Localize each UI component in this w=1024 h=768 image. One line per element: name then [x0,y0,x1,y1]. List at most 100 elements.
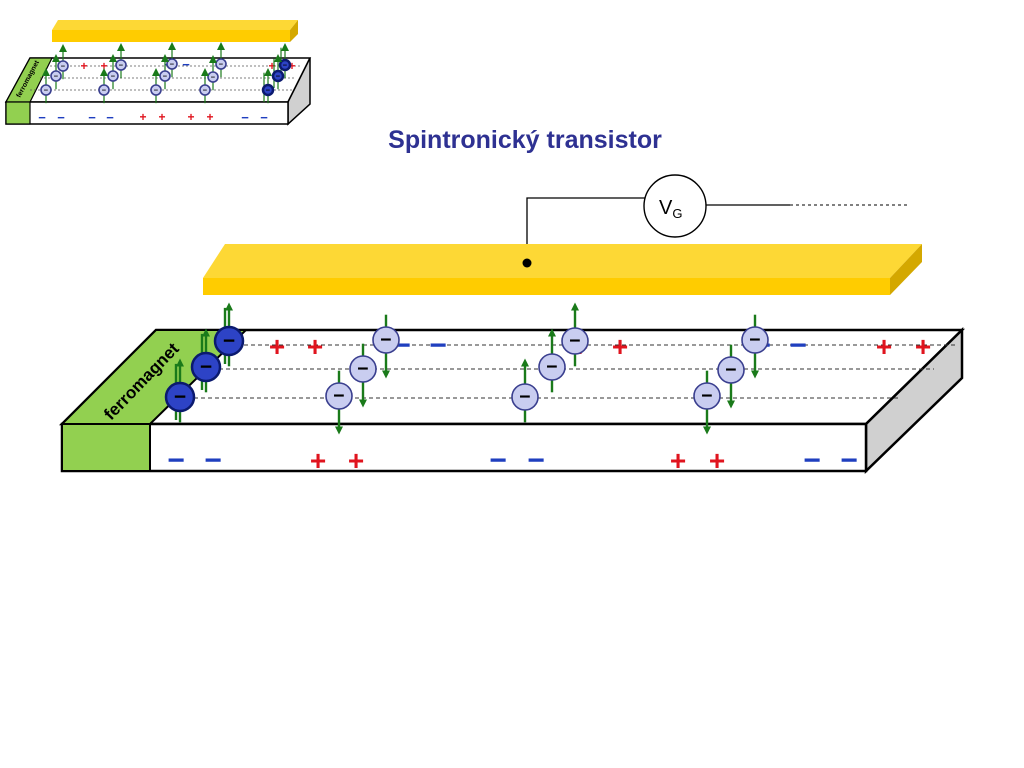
negative-charge: − [489,444,507,477]
thumb-electron: − [115,43,127,79]
thumb-negative-charge: − [106,110,114,125]
electron: − [511,358,539,423]
thumb-positive-charge: + [100,59,107,73]
polarized-electron [213,325,245,357]
polarized-electron [271,69,285,83]
electron: − [213,302,245,367]
electron-charge-sign: − [519,386,530,408]
thumb-negative-charge: − [38,110,46,125]
thumb-negative-charge: − [260,110,268,125]
voltmeter-label: VG [659,197,682,221]
electron-charge-sign: − [44,85,49,94]
thumb-negative-charge: − [57,110,65,125]
thumb-positive-charge: + [158,110,165,124]
electron: − [164,358,196,423]
thumb-negative-charge: − [241,110,249,125]
channel-electron [207,71,219,83]
electron: − [190,328,222,393]
negative-charge: − [167,444,185,477]
negative-charge: − [527,444,545,477]
channel-electron [159,70,171,82]
positive-charge: + [915,331,931,362]
channel-electron [538,353,566,381]
electron-charge-sign: − [283,60,288,69]
thumb-electron: − [98,68,110,104]
thumb-positive-charge: + [206,110,213,124]
electron: − [717,344,745,409]
electron-charge-sign: − [546,356,557,378]
polarized-electron [190,351,222,383]
electron-charge-sign: − [701,385,712,407]
electron: − [325,370,353,435]
channel-electron [40,84,52,96]
channel-electron [98,84,110,96]
electron: − [693,370,721,435]
thumb-negative-charge: − [88,110,96,125]
electron: − [538,328,566,393]
positive-charge: + [670,445,686,476]
channel-electron [115,59,127,71]
channel-electron [693,382,721,410]
channel-electron [511,383,539,411]
negative-charge: − [840,444,858,477]
electron-charge-sign: − [102,85,107,94]
electron-charge-sign: − [219,59,224,68]
thumb-ferromagnet-front [5,101,31,125]
thumb-electron: − [159,54,171,90]
electron: − [741,314,769,379]
electron-charge-sign: − [725,359,736,381]
electron-charge-sign: − [333,385,344,407]
thumb-positive-charge: + [139,110,146,124]
gate-side-face [890,244,922,295]
thumb-electron: − [40,68,52,104]
ferromagnet-front-face [61,423,151,472]
gate-top-face [203,244,922,278]
thumb-positive-charge: + [268,59,275,73]
thumb-electron: − [57,44,69,80]
negative-charge: − [204,444,222,477]
channel-electron [717,356,745,384]
electron-charge-sign: − [170,59,175,68]
thumb-negative-charge: − [182,57,190,72]
thumb-charges: −−−−++++−−++−−++−−−−−−−−−−−−−−− [38,42,296,125]
electron-charge-sign: − [211,72,216,81]
thumb-electron: − [215,42,227,78]
thumb-positive-charge: + [187,110,194,124]
negative-charge: − [789,329,807,362]
electron: − [349,343,377,408]
thumb-electron: − [150,68,162,104]
positive-charge: + [348,445,364,476]
thumb-positive-charge: + [80,59,87,73]
electron-charge-sign: − [276,71,281,80]
thumb-electron: − [166,42,178,78]
voltmeter-symbol: V [659,197,673,219]
channel-electron [741,326,769,354]
channel-electron [215,58,227,70]
channel-electron [150,84,162,96]
thumbnail-diagram: ferromagnet −−−−++++−−++−−++−−−−−−−−−−−−… [4,20,312,126]
thumb-positive-charge: + [288,59,295,73]
channel-electron [199,84,211,96]
positive-charge: + [612,331,628,362]
gate-electrode [203,244,922,295]
gate-wire [526,197,645,263]
electron-charge-sign: − [54,71,59,80]
channel-electron [57,60,69,72]
electrons-layer: −−−−−−−−−−−− [164,302,769,435]
channel-electron [372,326,400,354]
gate-contact-dot [522,258,532,268]
electron-charge-sign: − [111,71,116,80]
channel-electron [50,70,62,82]
voltmeter-subscript: G [672,206,682,221]
slide-title: Spintronický transistor [388,126,662,154]
electron-charge-sign: − [203,85,208,94]
thumb-electron: − [107,54,119,90]
thumb-gate-side [290,20,298,42]
thumb-electron: − [50,54,62,90]
electron-charge-sign: − [119,60,124,69]
thumb-electron: − [271,54,285,90]
polarized-electron [164,381,196,413]
electron-charge-sign: − [380,329,391,351]
channel-electron [107,70,119,82]
